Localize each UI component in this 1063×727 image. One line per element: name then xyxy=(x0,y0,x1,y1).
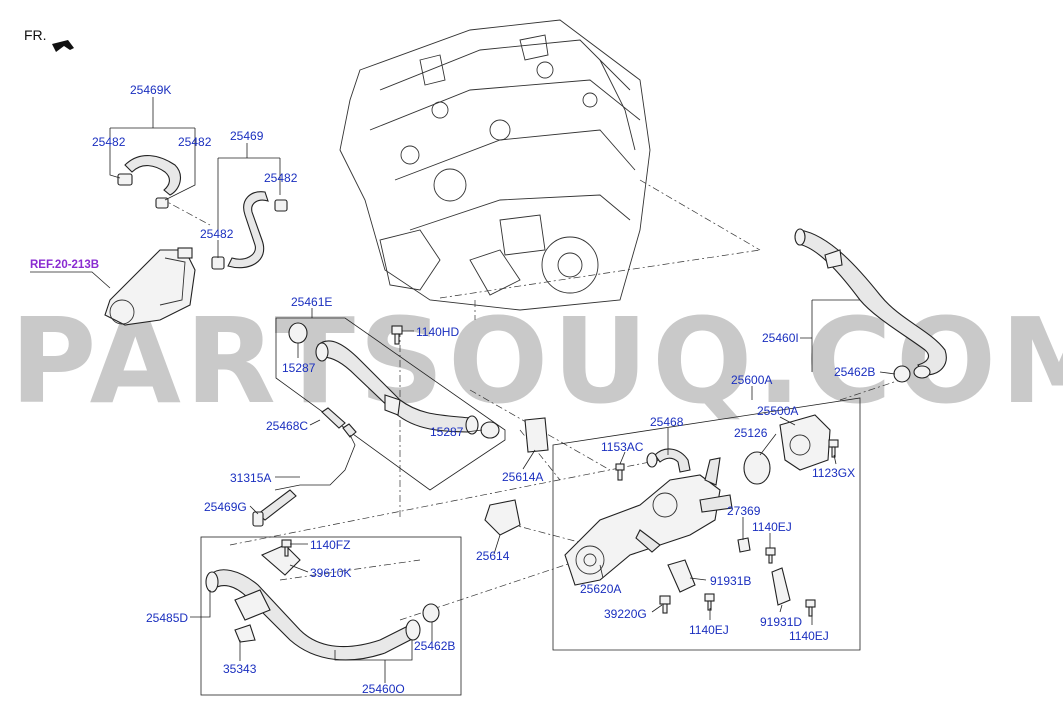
callout-25469K[interactable]: 25469K xyxy=(130,83,171,97)
pipe-25461E xyxy=(315,340,479,435)
callout-25482-right[interactable]: 25482 xyxy=(178,135,212,149)
o-ring-15287-lower xyxy=(480,421,500,439)
bolt-1140EJ-lower-left xyxy=(704,593,715,611)
callout-25468C[interactable]: 25468C xyxy=(266,419,308,433)
callout-25460O[interactable]: 25460O xyxy=(362,682,405,696)
callout-25462B-upper[interactable]: 25462B xyxy=(834,365,875,379)
callout-91931D[interactable]: 91931D xyxy=(760,615,802,629)
sensor-39220G xyxy=(659,595,671,614)
bracket-39610K xyxy=(260,544,301,576)
reference-link[interactable]: REF.20-213B xyxy=(30,259,99,271)
gasket-25614A xyxy=(524,417,549,453)
callout-27369[interactable]: 27369 xyxy=(727,504,761,518)
box-25600A xyxy=(552,397,861,651)
callout-39610K[interactable]: 39610K xyxy=(310,566,351,580)
water-outlet-assembly-25620A xyxy=(564,457,733,586)
callout-31315A[interactable]: 31315A xyxy=(230,471,271,485)
hose-25469G xyxy=(252,489,297,527)
callout-25469[interactable]: 25469 xyxy=(230,129,264,143)
callout-25614[interactable]: 25614 xyxy=(476,549,510,563)
callout-25482-hose[interactable]: 25482 xyxy=(264,171,298,185)
box-25460O xyxy=(200,536,462,696)
bolt-1140EJ-upper xyxy=(765,547,776,564)
hose-25468 xyxy=(646,448,691,473)
bracket-91931D xyxy=(771,567,791,606)
callout-15287-upper[interactable]: 15287 xyxy=(282,361,316,375)
callout-1153AC[interactable]: 1153AC xyxy=(601,440,644,454)
hose-25469 xyxy=(211,191,288,270)
callout-25500A[interactable]: 25500A xyxy=(757,404,798,418)
callout-25482-lower[interactable]: 25482 xyxy=(200,227,234,241)
plug-27369 xyxy=(737,537,751,553)
callout-1123GX[interactable]: 1123GX xyxy=(812,466,855,480)
callout-25620A[interactable]: 25620A xyxy=(580,582,621,596)
callout-15287-lower[interactable]: 15287 xyxy=(430,425,464,439)
engine-block xyxy=(339,19,651,311)
callout-25600A[interactable]: 25600A xyxy=(731,373,772,387)
callout-35343[interactable]: 35343 xyxy=(223,662,257,676)
bolt-1140FZ xyxy=(281,539,292,557)
callout-1140EJ-upper[interactable]: 1140EJ xyxy=(752,520,792,534)
callout-1140FZ[interactable]: 1140FZ xyxy=(310,538,350,552)
thermostat-25500A xyxy=(779,414,831,471)
callout-25126[interactable]: 25126 xyxy=(734,426,768,440)
o-ring-25462B-lower xyxy=(422,603,440,623)
callout-1140HD[interactable]: 1140HD xyxy=(416,325,459,339)
box-25461E xyxy=(275,317,506,491)
callout-91931B[interactable]: 91931B xyxy=(710,574,751,588)
tube-31315A xyxy=(274,434,356,491)
callout-25460I[interactable]: 25460I xyxy=(762,331,799,345)
o-ring-15287-upper xyxy=(288,322,308,344)
clip-35343 xyxy=(234,624,256,643)
callout-25482-left[interactable]: 25482 xyxy=(92,135,126,149)
callout-25461E[interactable]: 25461E xyxy=(291,295,332,309)
callout-leaders xyxy=(109,97,896,683)
callout-25468[interactable]: 25468 xyxy=(650,415,684,429)
callout-1140EJ-lower-left[interactable]: 1140EJ xyxy=(689,623,729,637)
pipe-25460O xyxy=(205,569,421,661)
callout-1140EJ-lower-right[interactable]: 1140EJ xyxy=(789,629,829,643)
front-arrow-icon xyxy=(52,40,74,52)
bracket-91931B xyxy=(667,559,696,593)
gasket-25126 xyxy=(743,451,771,485)
bolt-1153AC xyxy=(615,463,625,481)
callout-25614A[interactable]: 25614A xyxy=(502,470,543,484)
callout-39220G[interactable]: 39220G xyxy=(604,607,647,621)
callout-25485D[interactable]: 25485D xyxy=(146,611,188,625)
callout-25469G[interactable]: 25469G xyxy=(204,500,247,514)
front-direction-label: FR. xyxy=(24,27,47,43)
hose-25469K xyxy=(117,155,181,209)
thermostat-housing-ref xyxy=(104,247,196,326)
callout-25462B-lower[interactable]: 25462B xyxy=(414,639,455,653)
pipe-25460I xyxy=(794,228,947,379)
bolt-1140HD xyxy=(391,325,403,345)
bolt-1123GX xyxy=(828,439,839,458)
o-ring-25462B-upper xyxy=(893,365,911,383)
hose-25468C xyxy=(321,407,357,438)
bolt-1140EJ-lower-right xyxy=(805,599,816,617)
gasket-25614 xyxy=(484,499,521,536)
